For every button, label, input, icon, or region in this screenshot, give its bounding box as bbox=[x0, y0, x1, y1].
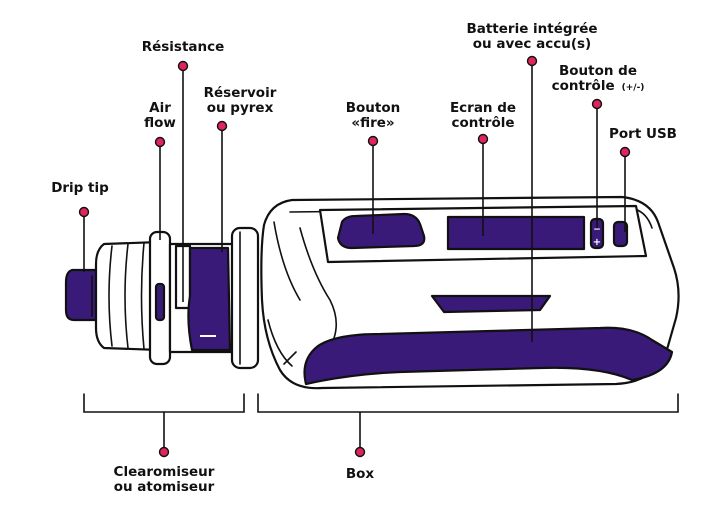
label-ecran-line2: contrôle bbox=[451, 115, 514, 131]
pink-dot-icon bbox=[354, 446, 366, 458]
pink-dot-icon bbox=[78, 206, 90, 218]
pink-dot-icon bbox=[367, 135, 379, 147]
label-bouton-fire-line2: «fire» bbox=[351, 115, 394, 131]
battery-grip bbox=[303, 326, 674, 386]
label-bouton-fire-line1: Bouton bbox=[346, 100, 401, 116]
pink-dot-icon bbox=[158, 446, 170, 458]
label-clearomiseur-line1: Clearomiseur bbox=[114, 464, 215, 480]
airflow-slot bbox=[154, 282, 166, 322]
pink-dot-icon bbox=[78, 55, 631, 458]
pink-dot-icon bbox=[177, 60, 189, 72]
label-clearomiseur-line2: ou atomiseur bbox=[114, 479, 215, 495]
label-resistance: Résistance bbox=[142, 39, 225, 55]
label-air-flow-line2: flow bbox=[144, 115, 176, 131]
fire-button bbox=[336, 212, 426, 250]
minus-sign: − bbox=[593, 225, 601, 235]
drip-tip bbox=[64, 268, 106, 322]
top-cap bbox=[94, 240, 162, 352]
pink-dot-icon bbox=[526, 55, 538, 67]
clearomiseur-bracket bbox=[83, 393, 245, 413]
pink-dot-icon bbox=[591, 98, 603, 110]
label-bouton-controle-line2: contrôle (+/-) bbox=[552, 77, 645, 94]
box-mod: − + bbox=[260, 195, 680, 390]
label-batterie-line1: Batterie intégrée bbox=[466, 21, 597, 37]
reservoir-glass bbox=[187, 246, 232, 352]
label-box: Box bbox=[346, 466, 375, 482]
side-slot bbox=[430, 294, 552, 314]
pink-dot-icon bbox=[216, 120, 228, 132]
label-reservoir-line1: Réservoir bbox=[204, 85, 277, 101]
label-reservoir-line2: ou pyrex bbox=[207, 100, 274, 116]
label-port-usb: Port USB bbox=[609, 126, 677, 142]
label-bouton-controle-suffix: (+/-) bbox=[622, 83, 645, 93]
pink-dot-icon bbox=[619, 146, 631, 158]
clearomizer bbox=[64, 226, 260, 370]
label-bouton-controle-line1: Bouton de bbox=[559, 63, 637, 79]
label-bouton-controle-word: contrôle bbox=[552, 78, 615, 94]
box-bracket bbox=[257, 393, 679, 413]
label-drip-tip: Drip tip bbox=[51, 180, 109, 196]
plus-sign: + bbox=[593, 237, 601, 248]
bottom-ring bbox=[230, 226, 260, 370]
control-screen bbox=[446, 215, 586, 251]
usb-port bbox=[612, 220, 629, 248]
label-air-flow-line1: Air bbox=[149, 100, 171, 116]
label-batterie-line2: ou avec accu(s) bbox=[473, 36, 591, 52]
pink-dot-icon bbox=[477, 133, 489, 145]
pink-dot-icon bbox=[154, 136, 166, 148]
label-ecran-line1: Ecran de bbox=[450, 100, 516, 116]
